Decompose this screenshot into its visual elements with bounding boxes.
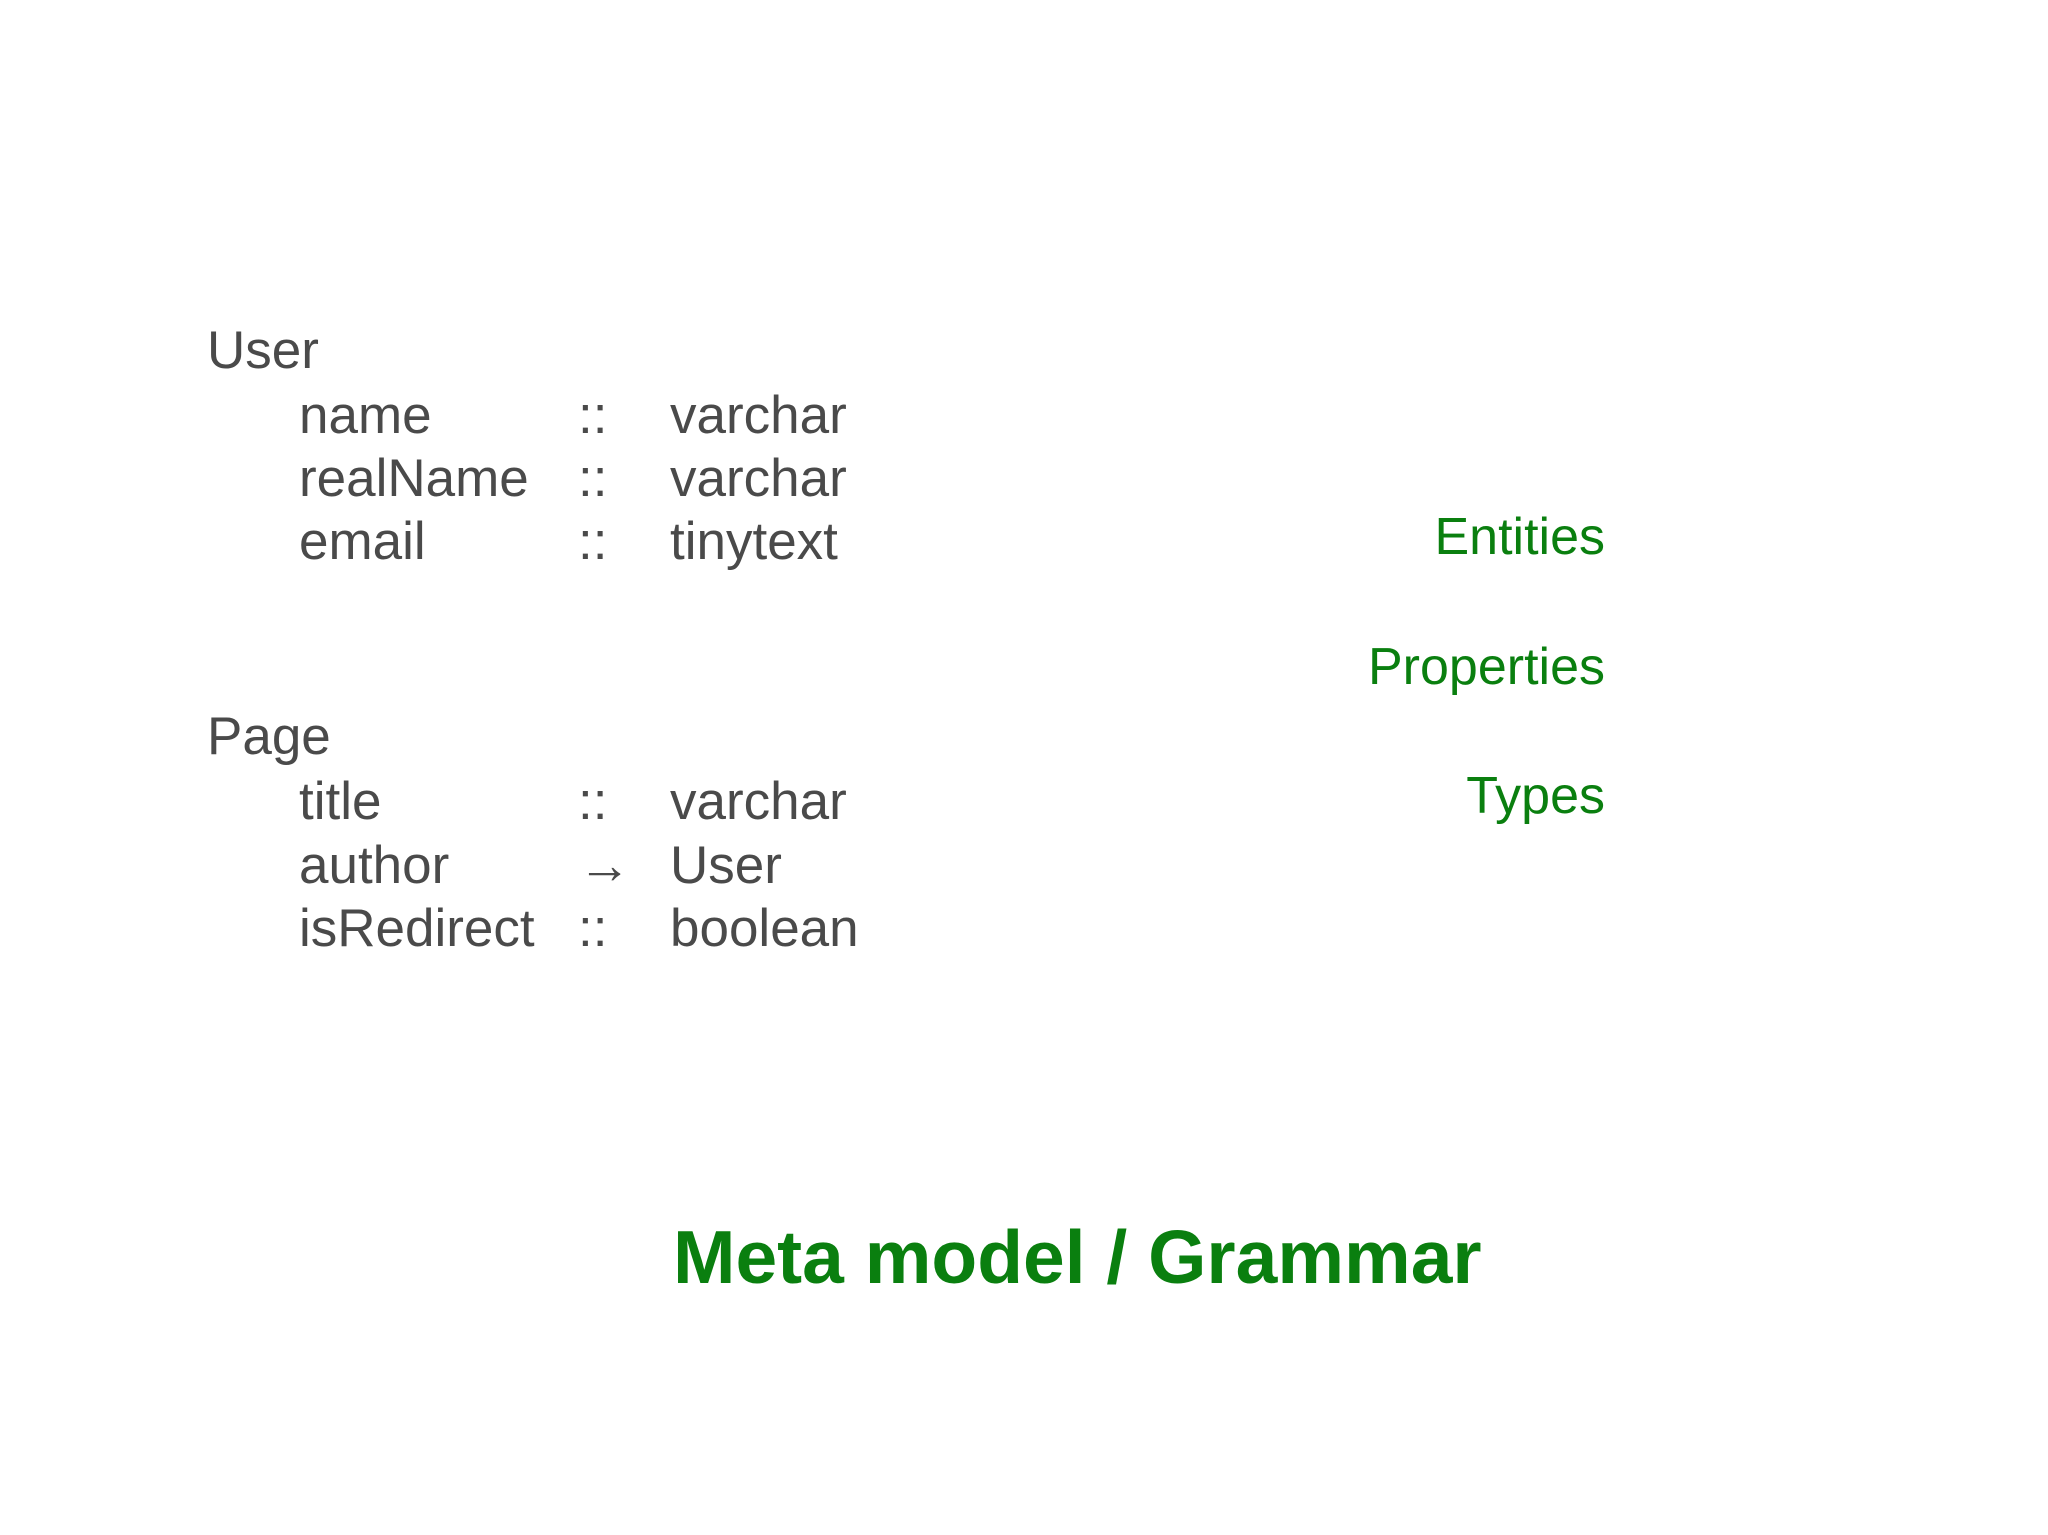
- property-type: varchar: [670, 772, 847, 831]
- property-type: User: [670, 836, 782, 895]
- type-separator: ::: [578, 386, 608, 445]
- entity-name: Page: [207, 707, 331, 766]
- property-name: realName: [299, 449, 529, 508]
- property-type: varchar: [670, 449, 847, 508]
- slide-title: Meta model / Grammar: [673, 1215, 1482, 1299]
- property-name: author: [299, 836, 450, 895]
- type-separator: ::: [578, 899, 608, 958]
- property-type: tinytext: [670, 512, 838, 571]
- type-separator: ::: [578, 772, 608, 831]
- property-type: varchar: [670, 386, 847, 445]
- property-type: boolean: [670, 899, 859, 958]
- entity-name: User: [207, 321, 319, 380]
- legend-entities: Entities: [1434, 508, 1605, 566]
- legend-properties: Properties: [1368, 638, 1605, 696]
- reference-arrow-icon: →: [578, 836, 631, 895]
- property-name: isRedirect: [299, 899, 535, 958]
- property-name: email: [299, 512, 426, 571]
- property-name: title: [299, 772, 382, 831]
- type-separator: ::: [578, 449, 608, 508]
- property-name: name: [299, 386, 432, 445]
- legend-types: Types: [1466, 767, 1605, 825]
- type-separator: ::: [578, 512, 608, 571]
